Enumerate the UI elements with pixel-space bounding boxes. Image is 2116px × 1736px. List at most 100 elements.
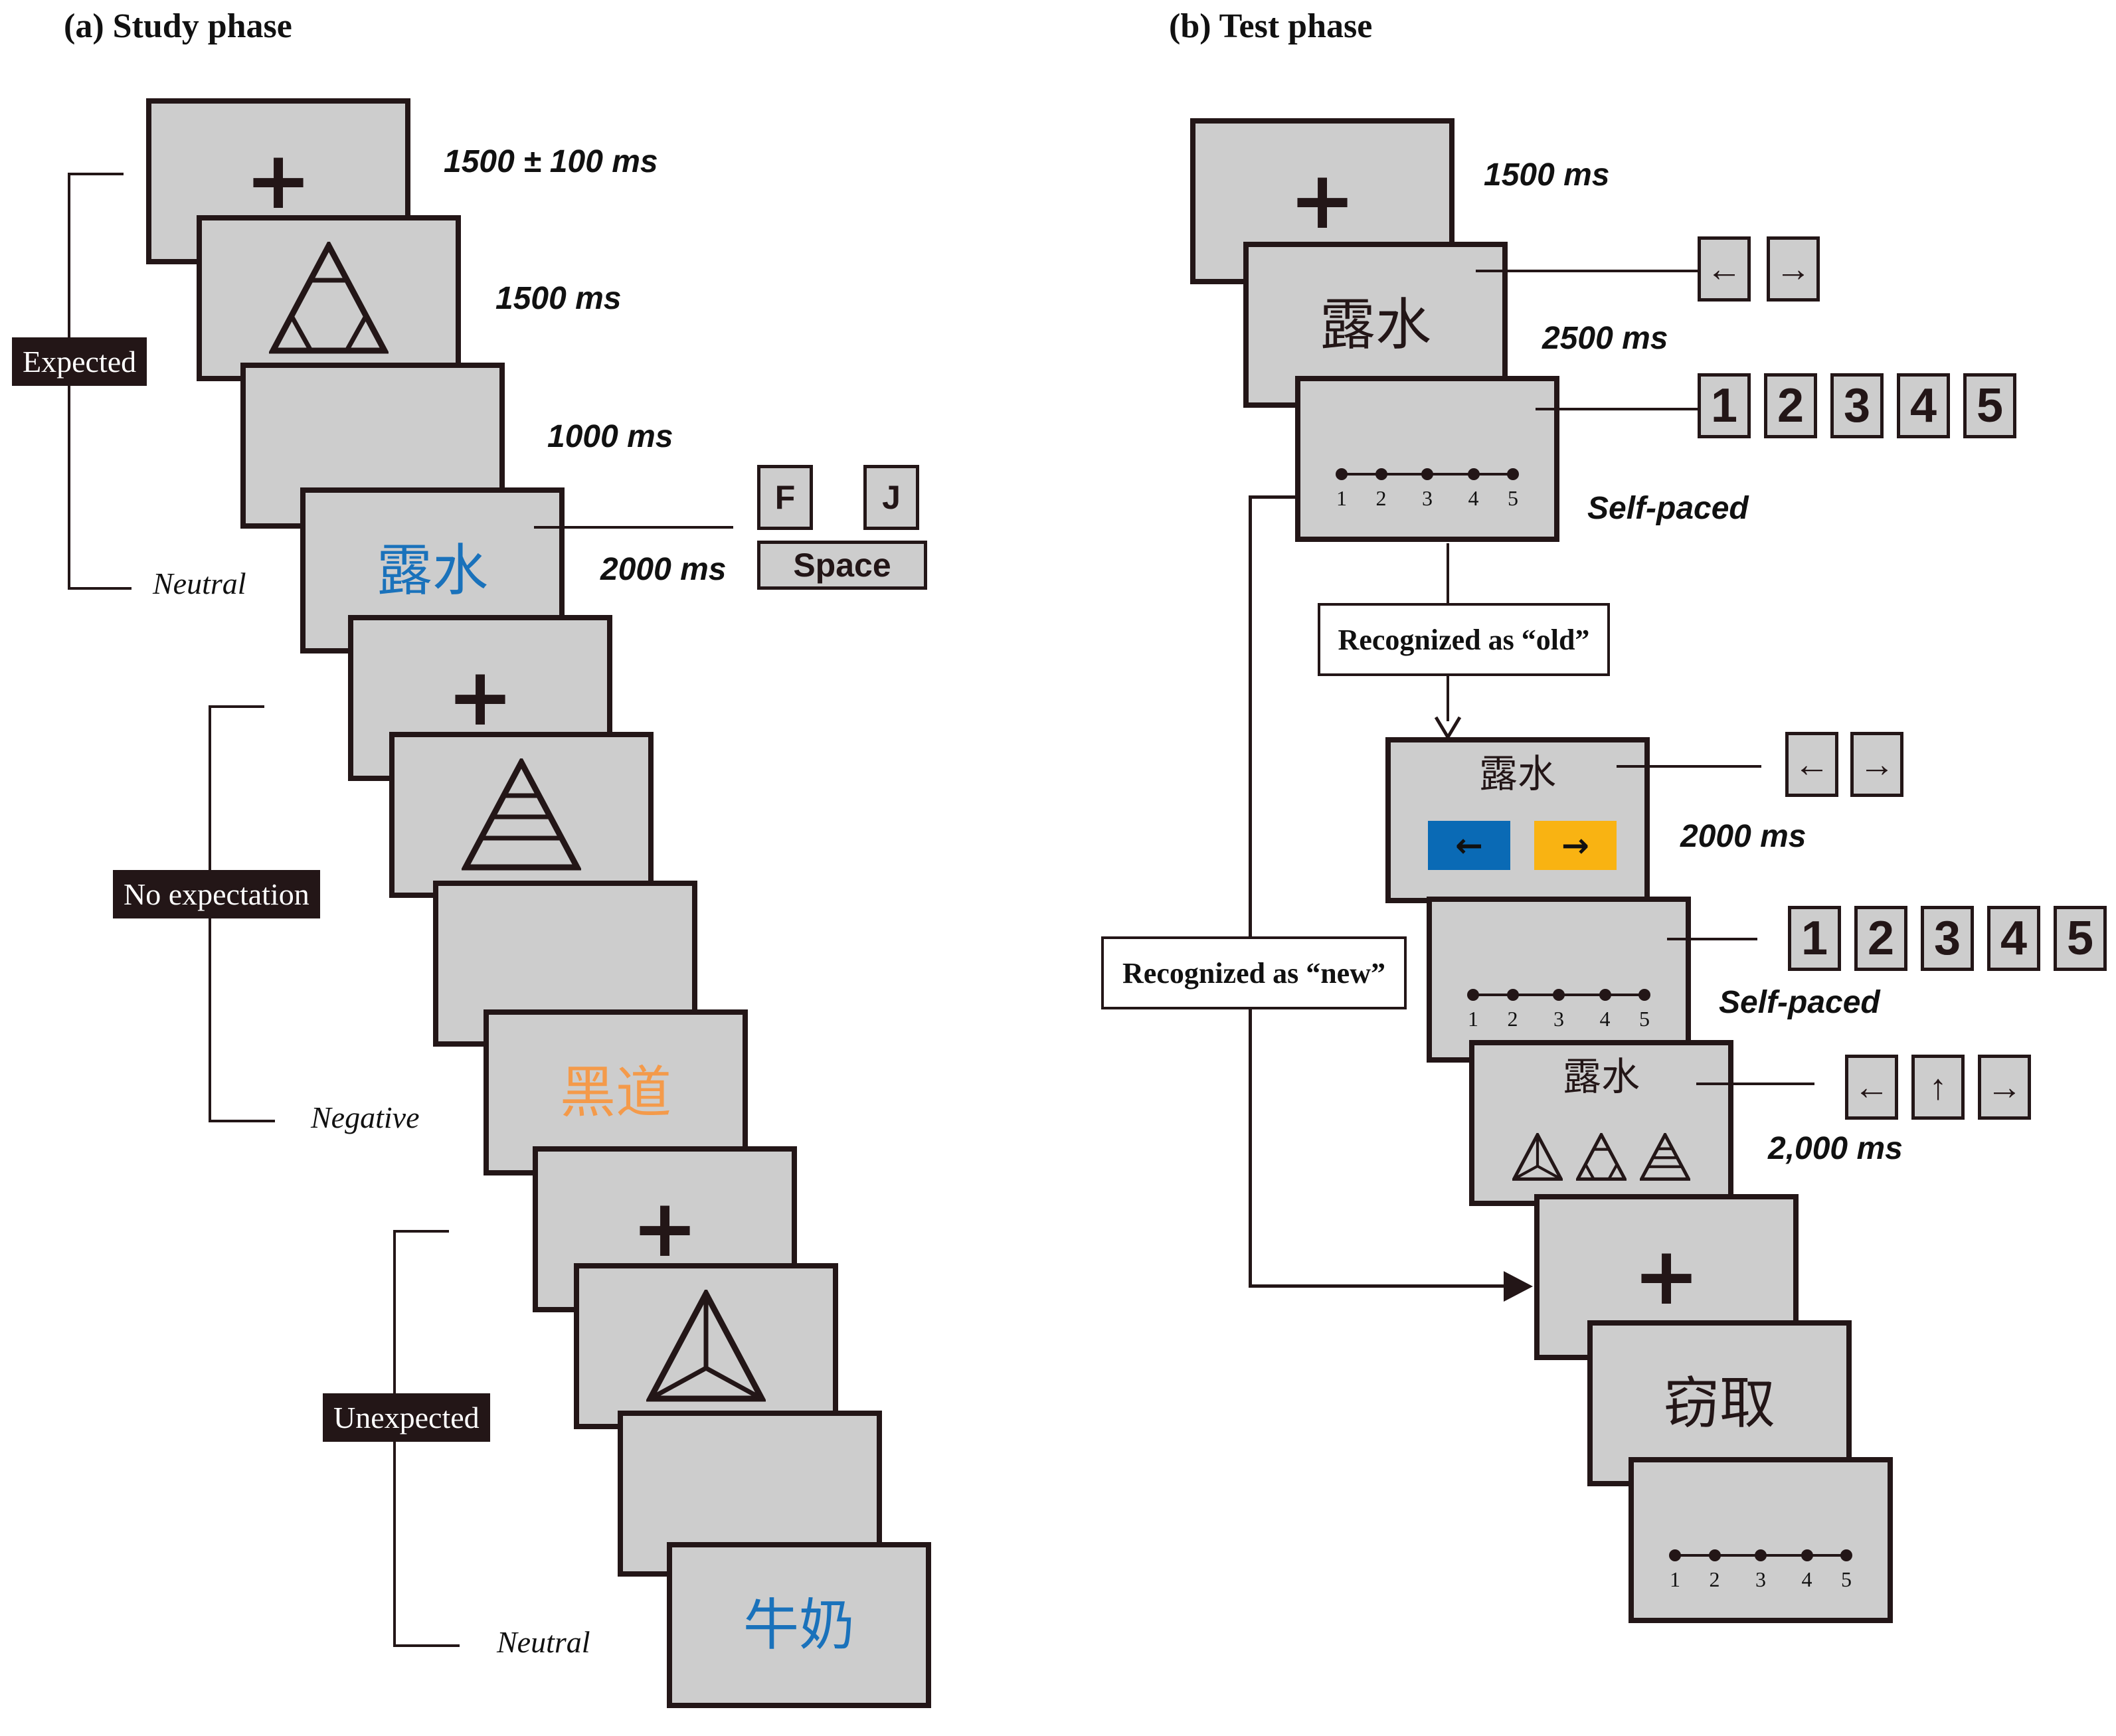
triangle-stripes-icon xyxy=(462,758,581,871)
study-cue-frame xyxy=(574,1263,838,1429)
rating-scale-label: 4 xyxy=(1599,1007,1611,1031)
study-cue-frame xyxy=(197,215,461,381)
study-word: 牛奶 xyxy=(743,1593,855,1658)
condition-label-unexpected: Unexpected xyxy=(323,1393,490,1442)
test-rating-frame: 1 2 3 4 5 xyxy=(1427,897,1691,1063)
test-word: 露水 xyxy=(1562,1054,1640,1099)
test-word: 露水 xyxy=(1478,751,1556,796)
recognized-new-box: Recognized as “new” xyxy=(1101,936,1407,1009)
timing-test-fixation: 1500 ms xyxy=(1484,157,1610,193)
fixation-cross: + xyxy=(1288,155,1356,247)
test-rating-frame: 1 2 3 4 5 xyxy=(1295,376,1559,542)
rating-scale-dot xyxy=(1669,1549,1681,1561)
rating-scale-dot xyxy=(1421,468,1433,480)
key-4: 4 xyxy=(1987,906,2040,971)
fixation-cross: + xyxy=(1632,1231,1700,1323)
flow-line-to-old xyxy=(1447,543,1449,643)
timing-word: 2000 ms xyxy=(600,552,727,587)
rating-scale-label: 3 xyxy=(1755,1567,1766,1591)
rating-scale-label: 3 xyxy=(1553,1007,1564,1031)
timing-test-rating: Self-paced xyxy=(1587,491,1749,526)
key-1: 1 xyxy=(1788,906,1841,971)
valence-label-negative: Negative xyxy=(311,1100,420,1134)
yellow-response-right-arrow: → xyxy=(1534,821,1617,870)
rating-scale-label: 4 xyxy=(1468,486,1479,510)
study-phase-title: (a) Study phase xyxy=(64,7,292,45)
connector-line xyxy=(1476,270,1712,272)
key-2: 2 xyxy=(1764,373,1817,438)
rating-scale-dot xyxy=(1638,989,1650,1001)
rating-scale-dot xyxy=(1553,989,1565,1001)
timing-fixation: 1500 ± 100 ms xyxy=(444,144,658,179)
blue-response-left-arrow: ← xyxy=(1428,821,1510,870)
key-up-arrow: ↑ xyxy=(1911,1055,1965,1120)
arrowhead-right-icon xyxy=(1504,1271,1533,1302)
rating-scale: 1 2 3 4 5 xyxy=(1466,987,1651,1040)
study-cue-frame xyxy=(389,732,654,898)
triangle-inner-triangle-icon xyxy=(269,242,389,354)
test-word: 露水 xyxy=(1319,292,1431,357)
key-5: 5 xyxy=(1963,373,2016,438)
rating-scale-label: 5 xyxy=(1841,1567,1852,1591)
valence-label-neutral-1: Neutral xyxy=(153,566,246,600)
study-word: 黑道 xyxy=(559,1060,671,1125)
test-rating-frame: 1 2 3 4 5 xyxy=(1629,1457,1893,1623)
key-1: 1 xyxy=(1698,373,1751,438)
test-phase-title: (b) Test phase xyxy=(1169,7,1373,45)
valence-label-neutral-2: Neutral xyxy=(497,1625,590,1659)
rating-scale-label: 2 xyxy=(1709,1567,1720,1591)
fixation-cross: + xyxy=(244,135,312,227)
rating-scale-dot xyxy=(1708,1549,1721,1561)
key-4: 4 xyxy=(1897,373,1950,438)
timing-cue-judgment: 2,000 ms xyxy=(1768,1131,1903,1166)
key-right-arrow: → xyxy=(1978,1055,2031,1120)
rating-scale-label: 1 xyxy=(1468,1007,1478,1031)
recognized-old-box: Recognized as “old” xyxy=(1318,603,1610,676)
rating-scale-dot xyxy=(1840,1549,1852,1561)
rating-scale-dot xyxy=(1507,468,1519,480)
flow-line-new-spine xyxy=(1249,495,1252,1287)
timing-source: 2000 ms xyxy=(1680,819,1807,854)
rating-scale-label: 1 xyxy=(1336,486,1347,510)
cue-judgment-frame: 露水 xyxy=(1469,1040,1733,1206)
noexp-bracket-top xyxy=(209,705,264,708)
expected-bracket-top xyxy=(68,173,124,175)
key-right-arrow: → xyxy=(1767,236,1820,302)
rating-scale-label: 3 xyxy=(1422,486,1433,510)
timing-test-word: 2500 ms xyxy=(1542,321,1668,356)
timing-cue: 1500 ms xyxy=(495,281,622,316)
triangle-inner-triangle-icon xyxy=(1576,1133,1627,1181)
rating-scale-label: 4 xyxy=(1801,1567,1812,1591)
condition-label-no-expectation: No expectation xyxy=(113,870,320,918)
key-space: Space xyxy=(757,541,927,590)
rating-scale-dot xyxy=(1336,468,1348,480)
study-word: 露水 xyxy=(376,538,488,603)
cue-options xyxy=(1474,1133,1728,1181)
condition-label-expected: Expected xyxy=(12,337,147,386)
noexp-bracket-bottom xyxy=(209,1120,275,1122)
rating-scale: 1 2 3 4 5 xyxy=(1335,466,1520,519)
connector-line xyxy=(534,526,733,529)
source-judgment-frame: 露水 ← → xyxy=(1385,737,1650,903)
connector-line xyxy=(1536,408,1706,410)
rating-scale-dot xyxy=(1506,989,1519,1001)
unexp-bracket-top xyxy=(393,1230,449,1233)
flow-line-old-down xyxy=(1447,676,1449,721)
key-left-arrow: ← xyxy=(1785,732,1838,797)
rating-scale-dot xyxy=(1375,468,1387,480)
rating-scale-label: 2 xyxy=(1507,1007,1518,1031)
rating-scale-dot xyxy=(1599,989,1611,1001)
connector-line xyxy=(1617,765,1761,768)
connector-line xyxy=(1696,1083,1814,1085)
key-j: J xyxy=(863,465,919,530)
key-left-arrow: ← xyxy=(1698,236,1751,302)
key-f: F xyxy=(757,465,813,530)
rating-scale: 1 2 3 4 5 xyxy=(1668,1547,1853,1601)
rating-scale-dot xyxy=(1467,989,1479,1001)
triangle-spokes-icon xyxy=(646,1290,766,1402)
rating-scale-label: 5 xyxy=(1639,1007,1650,1031)
key-right-arrow: → xyxy=(1850,732,1903,797)
test-word: 窃取 xyxy=(1663,1371,1775,1436)
unexp-bracket-bottom xyxy=(393,1644,460,1647)
